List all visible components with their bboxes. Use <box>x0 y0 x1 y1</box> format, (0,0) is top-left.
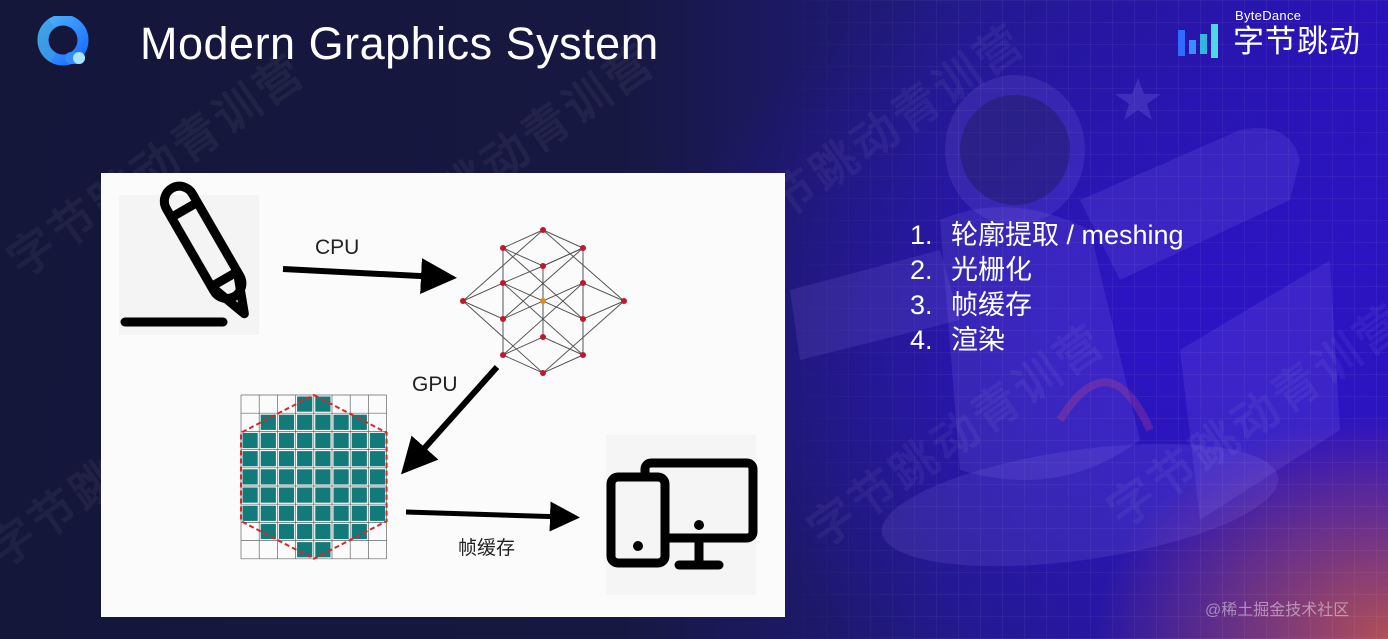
step-number: 2. <box>910 255 933 285</box>
step-text: 轮廓提取 / meshing <box>951 220 1184 250</box>
framebuffer-arrow <box>405 501 580 532</box>
cpu-arrow <box>282 258 457 295</box>
step-number: 1. <box>910 220 933 250</box>
raster-grid-icon <box>240 393 388 560</box>
graphics-pipeline-diagram: CPU GPU 帧缓存 <box>101 173 785 617</box>
pipeline-steps-list: 1. 轮廓提取 / meshing 2. 光栅化 3. 帧缓存 4. 渲染 <box>910 218 1184 358</box>
step-item: 1. 轮廓提取 / meshing <box>910 218 1184 253</box>
framebuffer-label: 帧缓存 <box>458 538 516 559</box>
step-item: 2. 光栅化 <box>910 253 1184 288</box>
step-number: 3. <box>910 290 933 320</box>
step-item: 3. 帧缓存 <box>910 288 1184 323</box>
bytedance-bars-icon <box>1178 24 1218 58</box>
footer-watermark: @稀土掘金技术社区 <box>1205 602 1350 619</box>
bytedance-logo: ByteDance 字节跳动 <box>1178 8 1378 64</box>
step-text: 光栅化 <box>951 255 1032 285</box>
mesh-nodes <box>460 227 627 376</box>
bytedance-en-label: ByteDance <box>1235 8 1302 23</box>
q-logo-icon <box>37 16 89 66</box>
step-number: 4. <box>910 325 933 355</box>
gpu-label: GPU <box>412 373 458 396</box>
step-item: 4. 渲染 <box>910 323 1184 358</box>
pencil-icon <box>119 181 259 335</box>
bytedance-cn-label: 字节跳动 <box>1233 24 1361 59</box>
step-text: 帧缓存 <box>951 290 1032 320</box>
gpu-arrow <box>401 365 500 475</box>
slide-title: Modern Graphics System <box>140 18 659 69</box>
cpu-label: CPU <box>315 236 360 259</box>
background-grid <box>760 0 1388 639</box>
step-text: 渲染 <box>951 325 1005 355</box>
devices-icon <box>606 435 758 595</box>
